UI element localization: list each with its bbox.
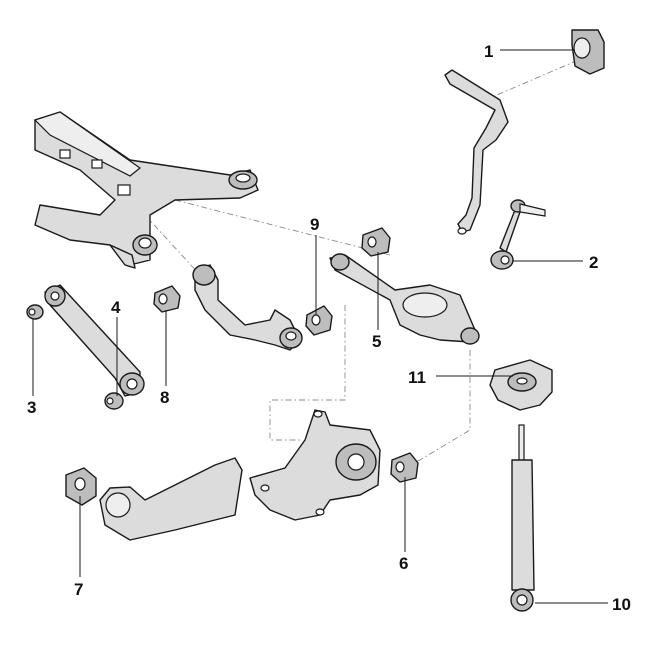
bush-7 — [65, 467, 97, 506]
callout-1: 1 — [484, 42, 493, 61]
callout-7: 7 — [74, 580, 83, 599]
spring-link — [329, 253, 480, 345]
stabilizer-bar — [444, 69, 509, 235]
callout-6: 6 — [399, 554, 408, 573]
bush-8 — [153, 285, 181, 313]
callout-9: 9 — [310, 215, 319, 234]
callout-5: 5 — [372, 332, 381, 351]
bush-5 — [361, 227, 391, 257]
callout-2: 2 — [589, 253, 598, 272]
trailing-arm — [99, 457, 243, 541]
shock-absorber-mount — [489, 359, 553, 411]
bush-9 — [305, 305, 333, 336]
callout-11: 11 — [408, 368, 426, 387]
bush-6 — [390, 452, 419, 483]
stabilizer-bush — [571, 29, 605, 75]
callout-3: 3 — [27, 398, 36, 417]
callout-10: 10 — [612, 595, 631, 614]
lower-link — [44, 284, 145, 397]
callout-8: 8 — [160, 388, 169, 407]
bush-4 — [104, 392, 124, 410]
shock-absorber — [510, 424, 535, 612]
callout-labels: 1 2 3 4 5 6 7 8 9 10 11 — [27, 42, 631, 614]
bush-3 — [26, 304, 44, 320]
coupling-rod — [490, 199, 546, 270]
upper-link-arm — [192, 264, 303, 351]
leader-lines — [32, 49, 608, 604]
rear-subframe — [33, 111, 259, 269]
wheel-bearing-housing — [249, 409, 381, 521]
callout-4: 4 — [111, 298, 121, 317]
